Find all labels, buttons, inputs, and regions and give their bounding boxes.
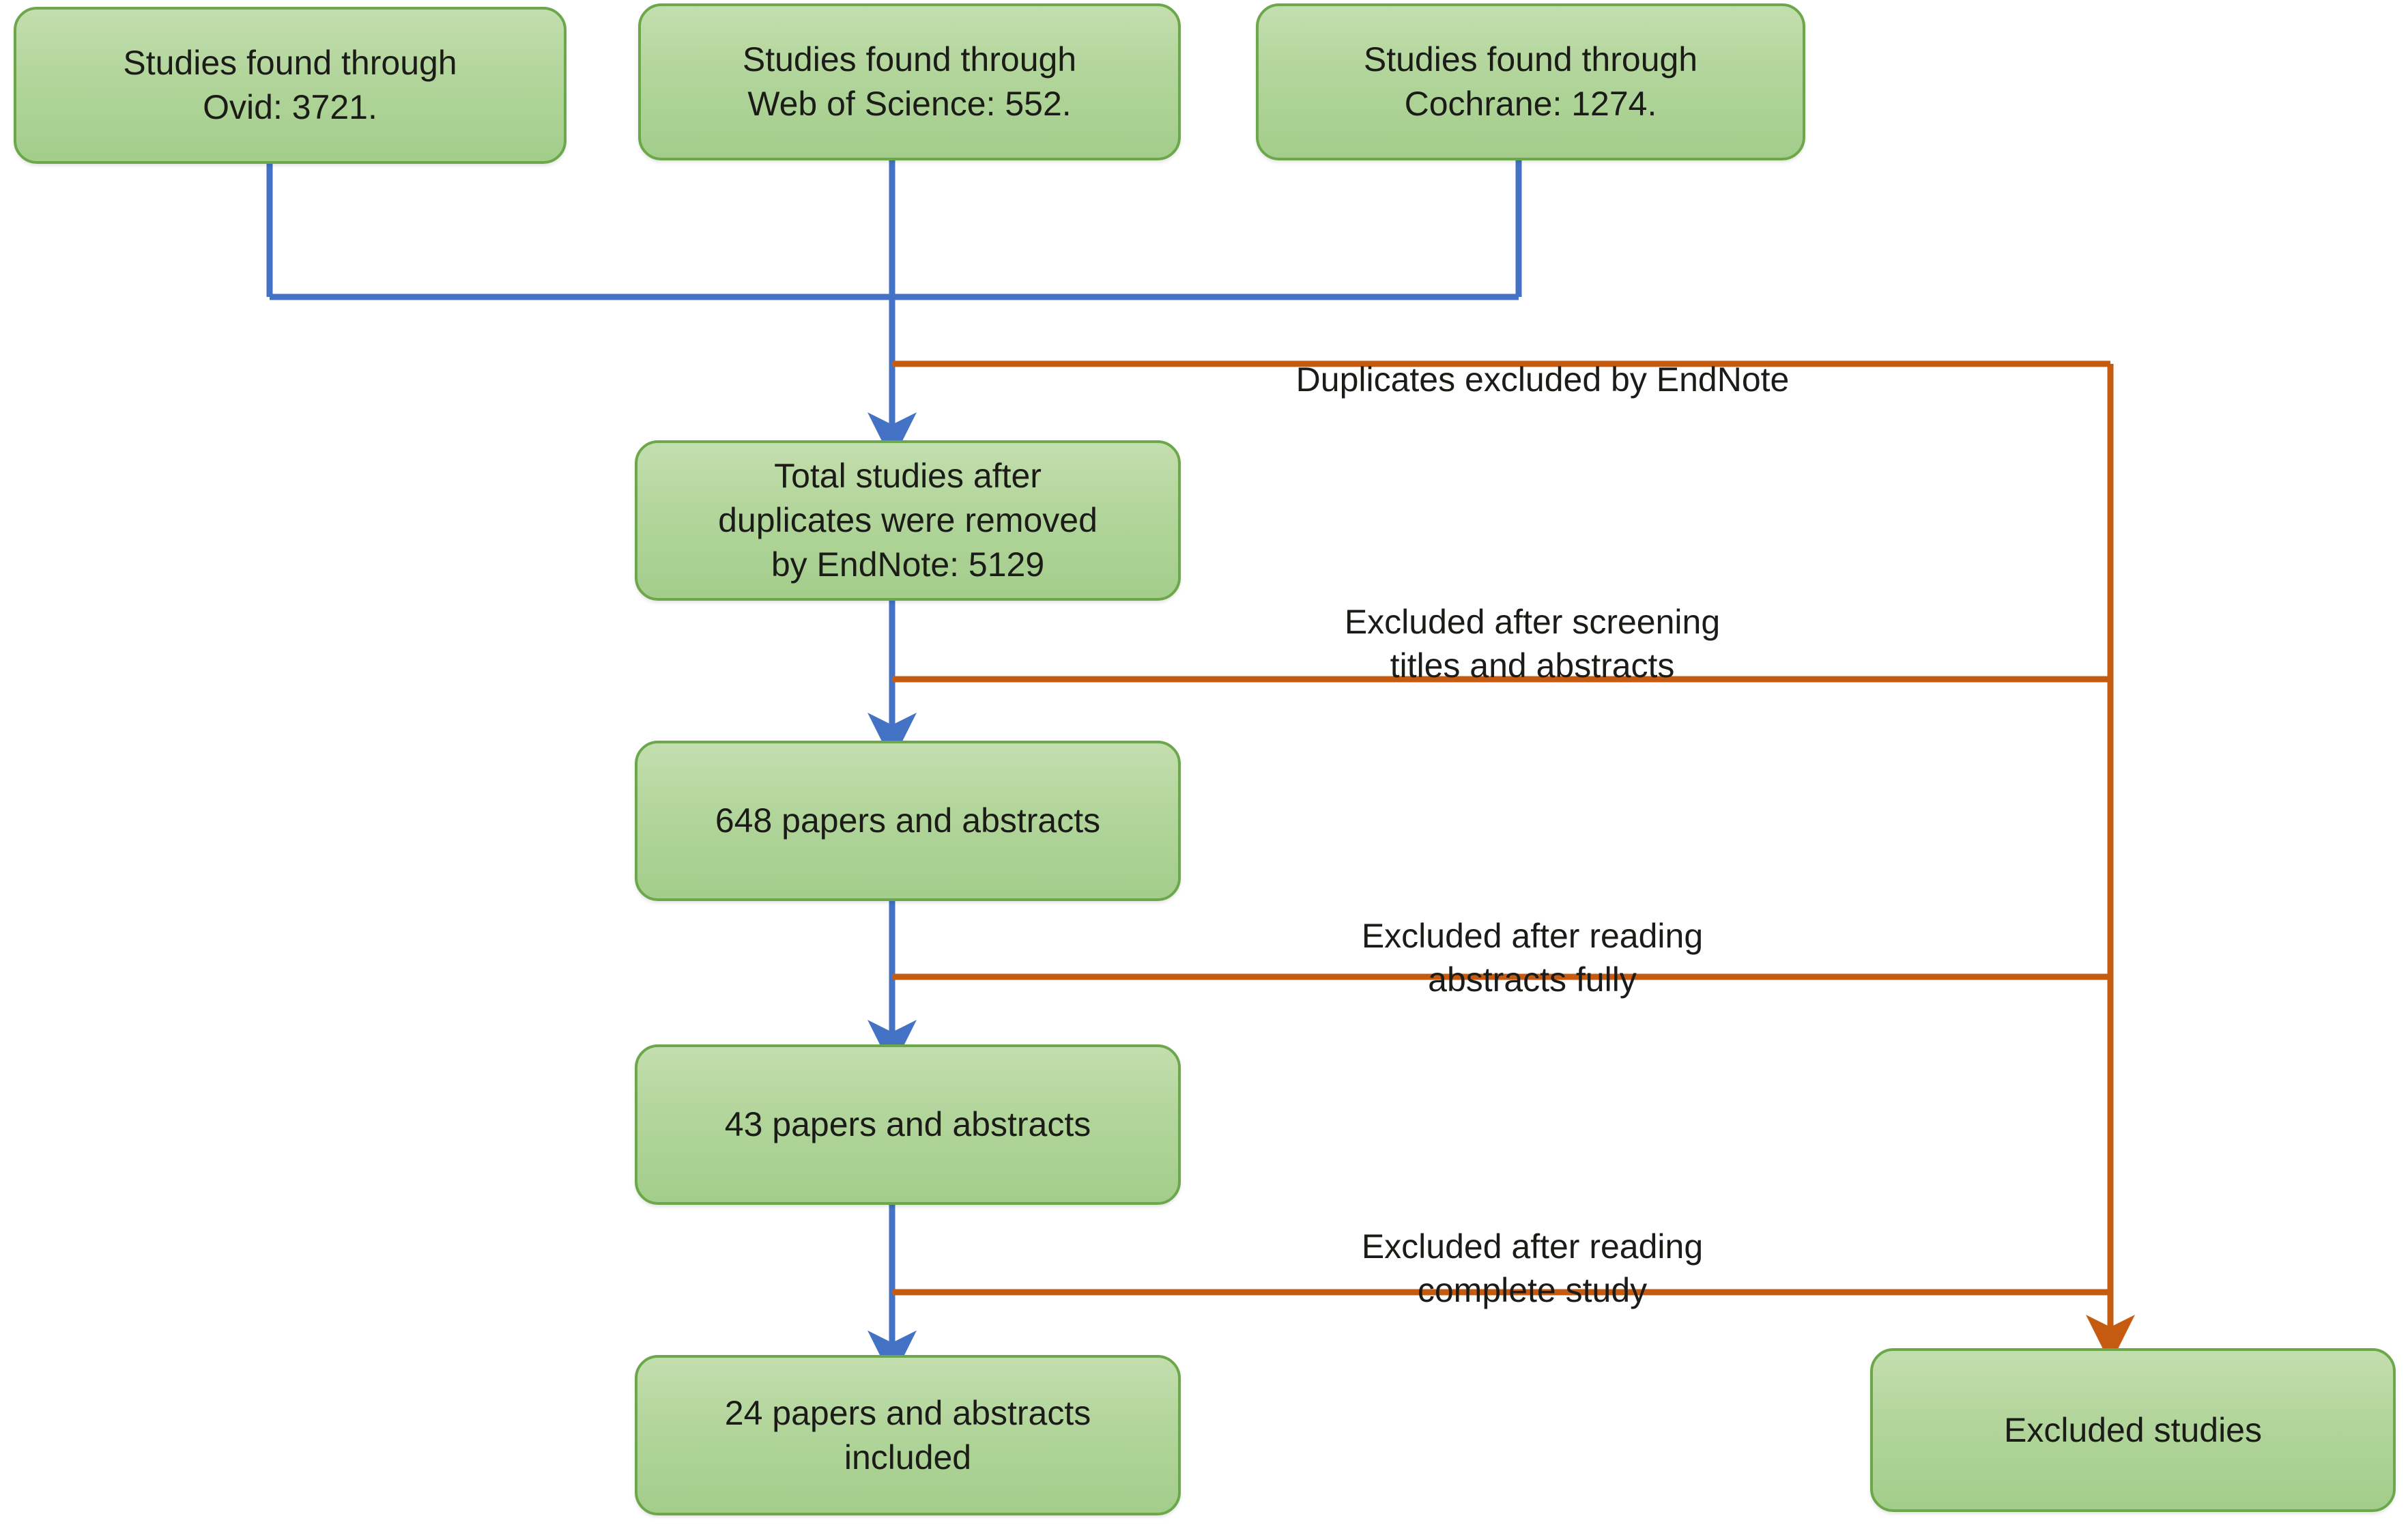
node-duplicates-removed-label: Total studies after duplicates were remo…	[718, 457, 1098, 584]
node-cochrane[interactable]: Studies found through Cochrane: 1274.	[1256, 3, 1805, 160]
node-web-of-science-label: Studies found through Web of Science: 55…	[742, 40, 1077, 123]
node-papers-fulltext[interactable]: 43 papers and abstracts	[635, 1044, 1181, 1205]
node-papers-included[interactable]: 24 papers and abstracts included	[635, 1355, 1181, 1515]
edge-label-fullstudy-excluded-text: Excluded after reading complete study	[1361, 1227, 1704, 1309]
node-excluded-studies[interactable]: Excluded studies	[1870, 1348, 2396, 1512]
edge-label-screening-excluded: Excluded after screening titles and abst…	[1263, 556, 1802, 687]
node-ovid[interactable]: Studies found through Ovid: 3721.	[14, 7, 567, 164]
edge-label-duplicates-excluded-text: Duplicates excluded by EndNote	[1295, 360, 1790, 399]
node-papers-screened[interactable]: 648 papers and abstracts	[635, 741, 1181, 901]
edge-label-abstracts-excluded: Excluded after reading abstracts fully	[1283, 870, 1781, 1001]
edge-label-duplicates-excluded: Duplicates excluded by EndNote	[1235, 314, 1850, 401]
node-papers-fulltext-label: 43 papers and abstracts	[724, 1105, 1091, 1143]
node-duplicates-removed[interactable]: Total studies after duplicates were remo…	[635, 440, 1181, 601]
node-ovid-label: Studies found through Ovid: 3721.	[123, 44, 457, 126]
node-papers-screened-label: 648 papers and abstracts	[715, 801, 1101, 840]
exclusion-connector-orange	[892, 360, 2135, 1364]
node-excluded-studies-label: Excluded studies	[2003, 1410, 2262, 1449]
edge-label-screening-excluded-text: Excluded after screening titles and abst…	[1344, 603, 1721, 685]
node-web-of-science[interactable]: Studies found through Web of Science: 55…	[638, 3, 1181, 160]
edge-label-abstracts-excluded-text: Excluded after reading abstracts fully	[1361, 917, 1704, 999]
merge-connector-blue	[266, 160, 1522, 300]
node-papers-included-label: 24 papers and abstracts included	[724, 1393, 1091, 1477]
edge-label-fullstudy-excluded: Excluded after reading complete study	[1283, 1181, 1781, 1312]
node-cochrane-label: Studies found through Cochrane: 1274.	[1363, 40, 1698, 123]
